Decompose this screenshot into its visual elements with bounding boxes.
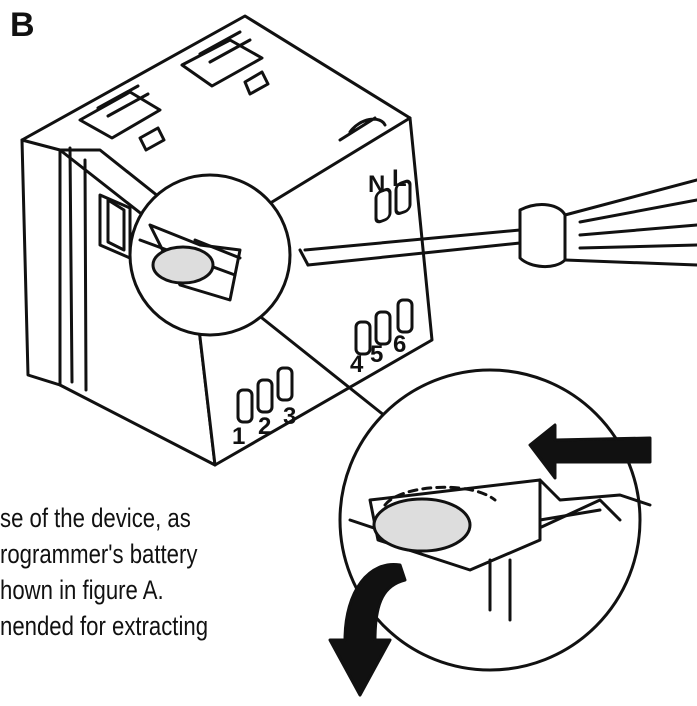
terminal-2: 2: [258, 413, 271, 440]
caption-line: hown in figure A.: [0, 575, 164, 605]
device-body: [20, 14, 434, 467]
terminals-123: [236, 366, 294, 424]
figure-label: B: [10, 6, 35, 44]
terminal-5: 5: [370, 341, 383, 368]
terminal-3: 3: [283, 403, 296, 430]
terminal-l: L: [392, 165, 407, 192]
terminals-nl: [374, 179, 412, 224]
terminals-456: [354, 298, 414, 356]
instruction-caption: se of the device, as rogrammer's battery…: [0, 500, 320, 706]
arrow-icon: [528, 423, 652, 480]
terminal-4: 4: [350, 351, 364, 378]
terminal-n: N: [368, 171, 385, 198]
caption-line: rogrammer's battery: [0, 539, 198, 569]
caption-line: nended for extracting: [0, 611, 209, 641]
detail-circle-large: [338, 368, 652, 672]
detail-circle-small: [128, 173, 292, 337]
battery-icon: [372, 497, 472, 553]
terminal-1: 1: [232, 423, 245, 450]
terminal-6: 6: [393, 331, 406, 358]
caption-line: se of the device, as: [0, 503, 191, 533]
screwdriver-icon: [298, 178, 697, 268]
